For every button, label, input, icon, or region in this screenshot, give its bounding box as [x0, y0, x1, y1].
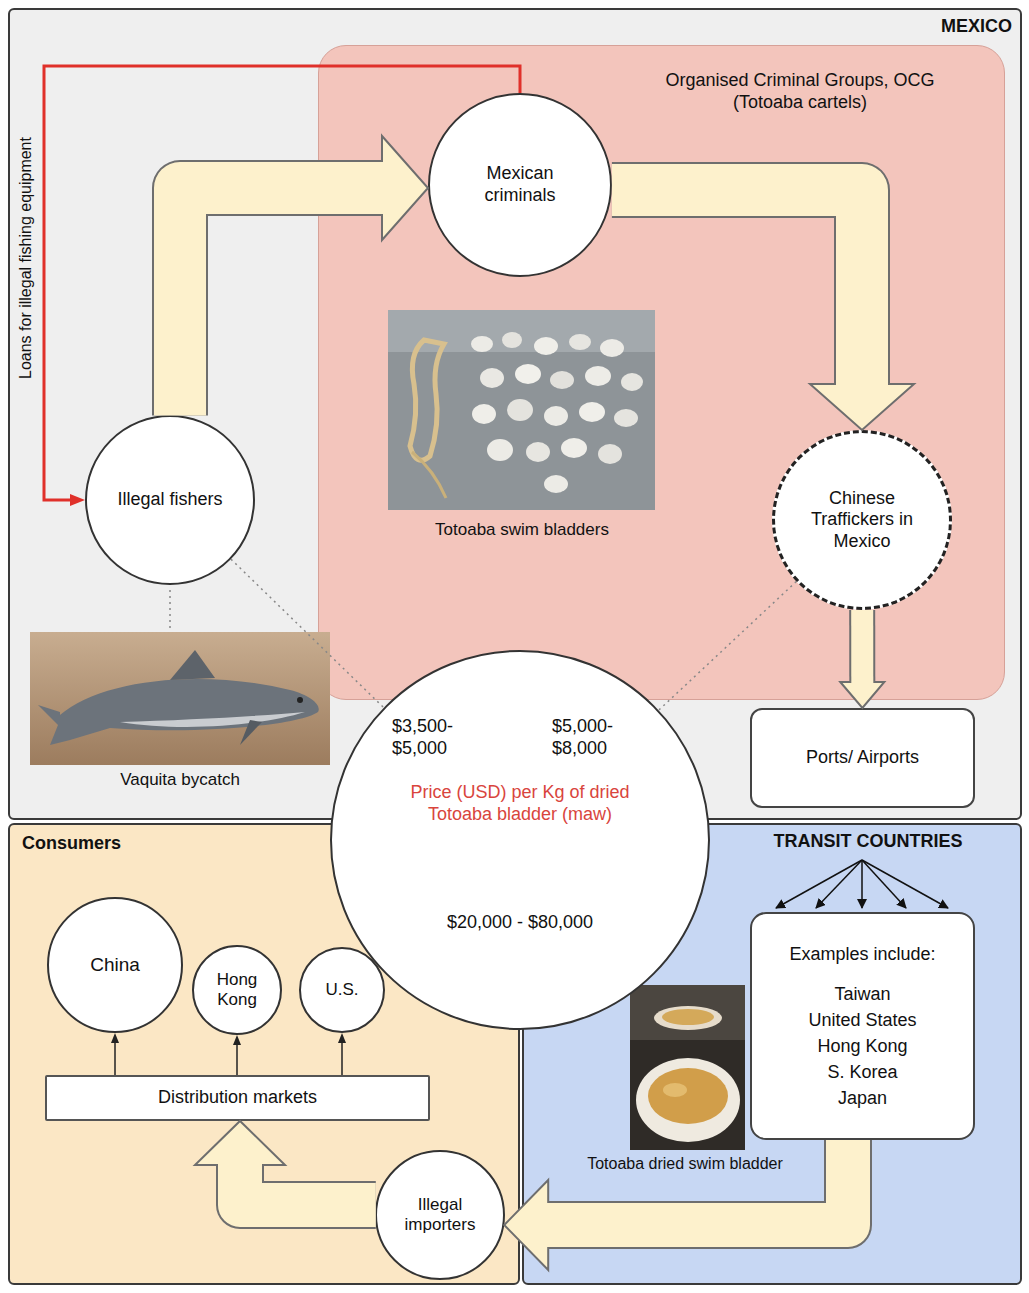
dried-bladder-photo	[654, 1006, 722, 1030]
node-label: Japan	[838, 1085, 887, 1111]
node-label: Distribution markets	[158, 1087, 317, 1109]
text-holder: Price (USD) per Kg of dried Totoaba blad…	[385, 782, 655, 825]
region-title: TRANSIT COUNTRIES	[738, 831, 998, 853]
node-label: Illegal importers	[390, 1195, 490, 1236]
swim-bladder-photo	[526, 442, 550, 462]
price-value: $20,000 - $80,000	[395, 912, 645, 934]
group-title: Organised Criminal Groups, OCG (Totoaba …	[640, 70, 960, 113]
node-label: Examples include:	[789, 941, 935, 967]
connector-line	[341, 1042, 343, 1075]
actor-circle: Chinese Traffickers in Mexico	[772, 430, 952, 610]
swim-bladder-photo	[487, 439, 513, 461]
text-holder: Consumers	[22, 833, 222, 855]
swim-bladder-photo	[515, 364, 541, 384]
node-label: S. Korea	[827, 1059, 897, 1085]
vaquita-photo	[120, 712, 305, 727]
node-label: Hong Kong	[205, 970, 269, 1011]
swim-bladder-photo	[388, 310, 655, 510]
market-circle: China	[47, 897, 183, 1033]
text-holder: Totoaba swim bladders	[392, 520, 652, 540]
node-label: Chinese Traffickers in Mexico	[800, 488, 924, 553]
actor-circle: Illegal fishers	[85, 415, 255, 585]
region-title: Consumers	[22, 833, 222, 855]
text-holder: Totoaba dried swim bladder	[560, 1154, 810, 1173]
node-label: Taiwan	[834, 981, 890, 1007]
price-caption: Price (USD) per Kg of dried Totoaba blad…	[385, 782, 655, 825]
swim-bladder-photo	[569, 334, 591, 350]
swim-bladder-photo	[544, 475, 568, 493]
swim-bladder-photo	[621, 373, 643, 391]
swim-bladder-photo	[561, 438, 587, 458]
price-value: $3,500- $5,000	[392, 716, 484, 759]
swim-bladder-photo	[410, 340, 444, 460]
dried-bladder-photo	[662, 1009, 714, 1025]
vaquita-photo	[30, 632, 330, 765]
swim-bladder-photo	[598, 444, 622, 464]
dried-bladder-photo	[636, 1058, 740, 1142]
swim-bladder-photo	[480, 368, 504, 388]
text-holder: $5,000- $8,000	[552, 716, 648, 759]
swim-bladder-photo	[544, 406, 568, 426]
text-holder: Organised Criminal Groups, OCG (Totoaba …	[640, 70, 960, 113]
node-label: U.S.	[325, 980, 358, 1000]
node-label: Hong Kong	[817, 1033, 907, 1059]
text-holder: TRANSIT COUNTRIES	[738, 831, 998, 853]
node-label: Illegal fishers	[117, 489, 222, 511]
actor-circle: Mexican criminals	[428, 93, 612, 277]
text-holder: $20,000 - $80,000	[395, 912, 645, 934]
vaquita-photo	[297, 697, 303, 703]
swim-bladder-photo	[412, 452, 446, 498]
node-label: China	[90, 954, 140, 977]
photo-caption: Totoaba dried swim bladder	[560, 1154, 810, 1173]
swim-bladder-photo	[614, 409, 638, 427]
vaquita-photo	[240, 720, 262, 745]
dried-bladder-photo	[630, 985, 745, 1040]
photo-caption: Totoaba swim bladders	[392, 520, 652, 540]
text-holder: MEXICO	[900, 16, 1012, 38]
edge-label: Loans for illegal fishing equipment	[14, 88, 38, 428]
swim-bladder-photo	[472, 404, 496, 424]
vaquita-photo	[170, 650, 215, 680]
connector-line	[114, 1042, 116, 1075]
price-circle: $3,500- $5,000 $5,000- $8,000Price (USD) …	[330, 650, 710, 1030]
node-label: Mexican criminals	[460, 163, 580, 206]
price-value: $5,000- $8,000	[552, 716, 648, 759]
text-holder: $3,500- $5,000	[392, 716, 484, 759]
connector-line	[236, 1044, 238, 1075]
swim-bladder-photo	[579, 402, 605, 422]
arrow-body	[851, 610, 873, 685]
country-list-box: Examples include: TaiwanUnited StatesHong…	[750, 912, 975, 1140]
swim-bladder-photo	[600, 339, 624, 357]
vaquita-photo	[30, 632, 330, 765]
dried-bladder-photo	[648, 1068, 728, 1124]
dried-bladder-photo	[663, 1083, 687, 1097]
node-label: Ports/ Airports	[806, 747, 919, 769]
region-title: MEXICO	[900, 16, 1012, 38]
fan-arrows	[861, 860, 863, 908]
actor-circle: Illegal importers	[375, 1150, 505, 1280]
vaquita-photo	[38, 679, 319, 745]
text-holder: Vaquita bycatch	[80, 770, 280, 790]
swim-bladder-photo	[471, 336, 493, 352]
market-circle: Hong Kong	[192, 945, 282, 1035]
arrow-outline	[849, 610, 875, 685]
swim-bladder-photo	[507, 399, 533, 421]
swim-bladder-photo	[388, 310, 655, 510]
swim-bladder-photo	[534, 337, 558, 355]
dried-bladder-photo	[630, 985, 745, 1150]
dried-bladder-photo	[630, 985, 745, 1150]
port-box: Ports/ Airports	[750, 708, 975, 808]
market-box: Distribution markets	[45, 1075, 430, 1121]
photo-caption: Vaquita bycatch	[80, 770, 280, 790]
swim-bladder-photo	[585, 366, 611, 386]
swim-bladder-photo	[550, 371, 574, 389]
swim-bladder-photo	[502, 332, 522, 348]
node-label: United States	[808, 1007, 916, 1033]
